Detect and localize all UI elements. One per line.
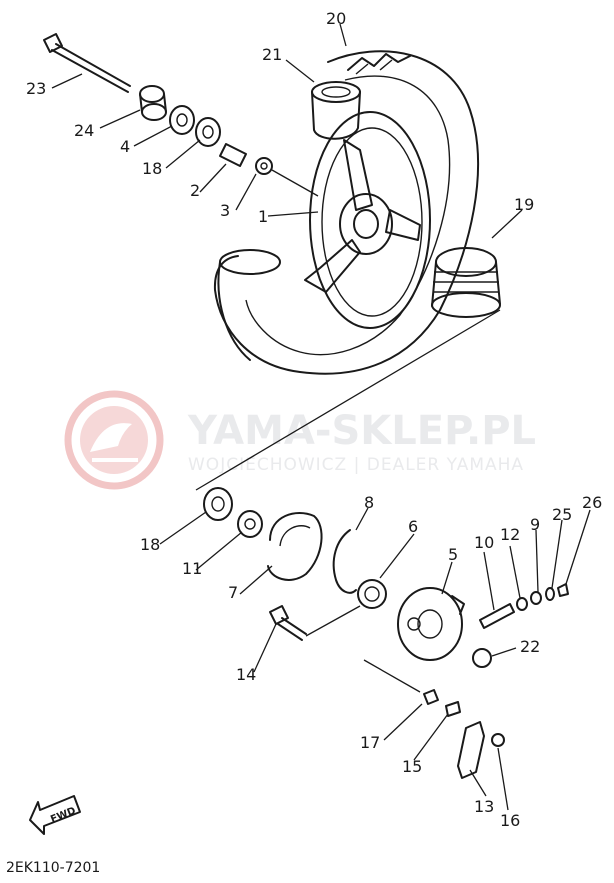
callout-6: 6	[408, 517, 418, 536]
callout-9: 9	[530, 515, 540, 534]
callout-20: 20	[326, 9, 346, 28]
watermark-title: YAMA-SKLEP.PL	[187, 408, 536, 454]
diagram-code: 2EK110-7201	[6, 860, 100, 876]
watermark: YAMA-SKLEP.PL WOJCIECHOWICZ | DEALER YAM…	[64, 390, 536, 490]
section-divider	[195, 309, 501, 491]
callout-15: 15	[402, 757, 422, 776]
callout-12: 12	[500, 525, 520, 544]
watermark-logo	[64, 390, 164, 490]
callout-18-upper: 18	[142, 159, 162, 178]
callout-labels: 1 2 3 4 5 6 7 8 9 10 11 12 13 14 15 16 1…	[26, 9, 602, 830]
callout-2: 2	[190, 181, 200, 200]
callout-24: 24	[74, 121, 94, 140]
callout-7: 7	[228, 583, 238, 602]
callout-14: 14	[236, 665, 256, 684]
leader-lines	[51, 23, 591, 811]
callout-11: 11	[182, 559, 202, 578]
callout-3: 3	[220, 201, 230, 220]
callout-26: 26	[582, 493, 602, 512]
watermark-subtitle: WOJCIECHOWICZ | DEALER YAMAHA	[188, 455, 524, 475]
callout-1: 1	[258, 207, 268, 226]
callout-23: 23	[26, 79, 46, 98]
callout-21: 21	[262, 45, 282, 64]
callout-17: 17	[360, 733, 380, 752]
callout-8: 8	[364, 493, 374, 512]
callout-19: 19	[514, 195, 534, 214]
wheel-tire-drawing	[213, 50, 501, 375]
callout-22: 22	[520, 637, 540, 656]
brake-parts-drawing	[203, 487, 569, 779]
callout-5: 5	[448, 545, 458, 564]
callout-10: 10	[474, 533, 494, 552]
fwd-arrow: FWD	[29, 795, 81, 835]
axle-parts-drawing	[43, 33, 319, 197]
callout-18-lower: 18	[140, 535, 160, 554]
callout-25: 25	[552, 505, 572, 524]
fwd-label: FWD	[49, 805, 77, 825]
callout-4: 4	[120, 137, 130, 156]
callout-16: 16	[500, 811, 520, 830]
callout-13: 13	[474, 797, 494, 816]
